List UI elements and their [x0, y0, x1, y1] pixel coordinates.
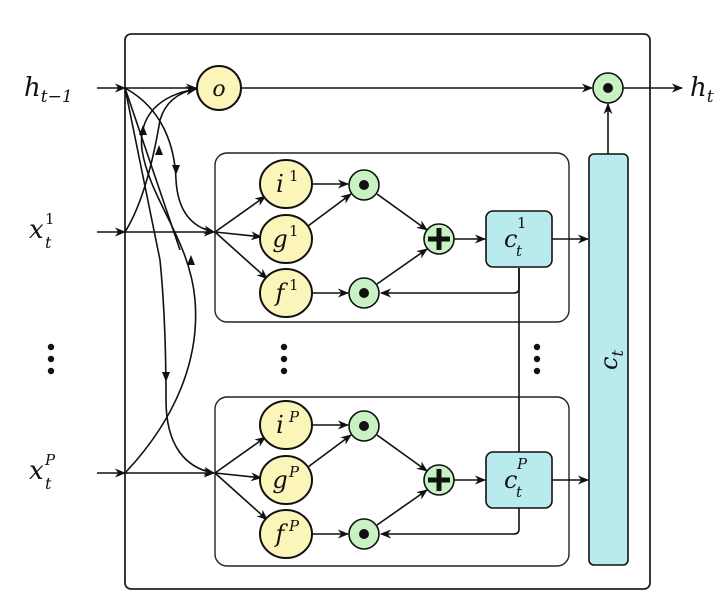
svg-text:t: t	[45, 474, 52, 493]
dot-icon	[359, 529, 369, 539]
ellipsis-inputs	[47, 343, 55, 375]
output-gate-label: o	[212, 77, 225, 102]
h-prev-down-arrowhead	[172, 165, 180, 175]
dot-icon	[359, 180, 369, 190]
multiply-op	[348, 169, 380, 201]
junction-to-gate-edge	[214, 195, 267, 233]
cell-state: cPt	[485, 451, 553, 509]
candidate-gate-label: g	[272, 225, 287, 253]
mult-to-sum-edge	[376, 434, 428, 472]
forget-gate-sup: P	[288, 517, 300, 535]
h-prev-to-block-P-edge	[159, 259, 216, 476]
mult-to-sum-edge-2	[376, 489, 428, 526]
junction-to-gate-edge	[214, 472, 268, 521]
x-1-label: x 1 t	[29, 210, 55, 252]
combined-cell	[588, 153, 629, 566]
outer-frame	[124, 33, 651, 590]
cell-sup: P	[516, 455, 528, 473]
dot-icon	[359, 288, 369, 298]
x-P-up-arrowhead-2	[139, 125, 147, 135]
multiply-op	[348, 518, 380, 550]
plus-icon-v	[436, 469, 442, 491]
dot-icon	[359, 421, 369, 431]
svg-text:P: P	[44, 451, 56, 469]
cell-sub: t	[516, 242, 523, 260]
cell-base: c	[504, 225, 517, 253]
svg-text:x: x	[29, 215, 44, 245]
ellipsis-gates	[280, 343, 288, 375]
x-1-up-arrowhead	[155, 145, 163, 155]
x-P-up-arrowhead	[187, 255, 195, 265]
junction-to-gate-edge	[214, 472, 263, 482]
sum-op	[423, 464, 455, 496]
plus-icon-v	[436, 228, 442, 250]
h-prev-down-line-1	[124, 87, 161, 261]
svg-text:1: 1	[45, 210, 55, 228]
candidate-gate-label: g	[272, 466, 287, 494]
input-gate-label: i	[276, 411, 284, 439]
x-1-to-o-edge	[124, 86, 198, 233]
svg-text:x: x	[29, 456, 44, 486]
x-P-label: x P t	[29, 451, 56, 493]
sum-op	[423, 223, 455, 255]
x-P-to-o-edge	[124, 86, 198, 474]
junction-to-gate-edge	[214, 231, 263, 241]
cell-sup: 1	[517, 214, 527, 232]
block-P-frame	[214, 396, 570, 567]
cell-feedback-edge	[379, 268, 520, 539]
input-gate-label: i	[276, 170, 284, 198]
mult-to-sum-edge	[376, 193, 428, 231]
h-prev-label: ht−1	[24, 73, 73, 107]
input-gate-sup: P	[288, 408, 300, 426]
h-prev-to-block-1-edge	[124, 87, 216, 235]
combined-cell-label: ct	[595, 349, 627, 369]
h-prev-down-arrowhead-P	[162, 372, 170, 382]
multiply-op	[348, 277, 380, 309]
junction-to-gate-edge	[214, 436, 267, 474]
junction-to-gate-edge	[214, 231, 268, 280]
output-label: ht	[690, 73, 714, 107]
ellipsis-cells	[533, 343, 541, 375]
output-multiply-op	[592, 72, 624, 104]
mult-to-sum-edge-2	[376, 248, 428, 285]
multiply-op	[348, 410, 380, 442]
h-prev-down-line-2	[124, 87, 181, 251]
candidate-gate-sup: 1	[289, 222, 299, 240]
dot-icon	[603, 83, 613, 93]
block-1-frame	[214, 152, 570, 323]
svg-text:t: t	[45, 233, 52, 252]
g-to-mult-edge	[307, 193, 352, 227]
cell-feedback-edge	[379, 268, 520, 298]
cell-sub: t	[516, 483, 523, 501]
cell-state: c1 t	[485, 210, 553, 268]
output-gate: o	[196, 65, 242, 111]
input-gate-sup: 1	[289, 167, 299, 185]
forget-gate-sup: 1	[289, 276, 299, 294]
candidate-gate-sup: P	[288, 463, 300, 481]
cell-base: c	[504, 466, 517, 494]
g-to-mult-edge	[307, 434, 352, 468]
